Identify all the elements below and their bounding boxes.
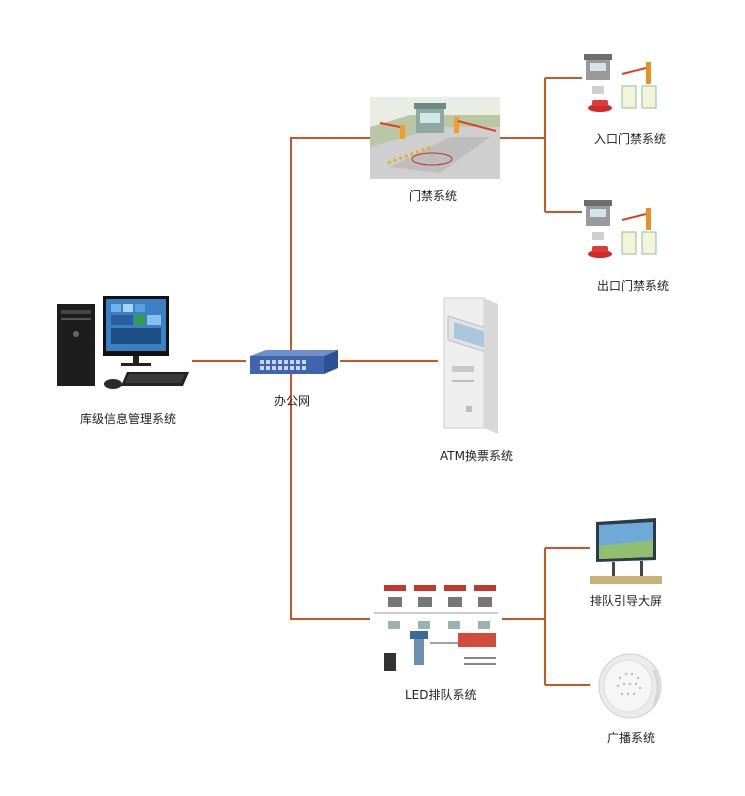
exit-access-label: 出口门禁系统 — [597, 279, 670, 293]
connector-group — [192, 77, 590, 686]
access-control-label: 门禁系统 — [409, 189, 458, 203]
led-queue-label: LED排队系统 — [405, 688, 477, 702]
wire-switch-access — [290, 137, 370, 350]
big-screen-node[interactable] — [590, 518, 662, 584]
office-network-node[interactable] — [246, 348, 340, 378]
access-control-node[interactable] — [370, 97, 500, 179]
broadcast-node[interactable] — [596, 650, 664, 720]
management-label: 库级信息管理系统 — [80, 412, 177, 426]
ceiling-speaker-icon — [598, 653, 662, 719]
queue-system-icon — [370, 583, 502, 679]
management-node[interactable] — [55, 290, 195, 400]
entrance-access-label: 入口门禁系统 — [594, 132, 667, 146]
parking-gate-icon — [370, 97, 500, 179]
kiosk-terminal-icon — [443, 297, 498, 434]
billboard-screen-icon — [590, 518, 662, 584]
atm-label: ATM换票系统 — [440, 449, 513, 463]
led-queue-node[interactable] — [370, 583, 502, 679]
office-network-label: 办公网 — [274, 394, 311, 408]
atm-node[interactable] — [436, 296, 502, 436]
entrance-access-node[interactable] — [582, 52, 662, 122]
desktop-computer-icon — [57, 296, 189, 389]
exit-access-node[interactable] — [582, 198, 662, 268]
broadcast-label: 广播系统 — [607, 731, 656, 745]
big-screen-label: 排队引导大屏 — [590, 594, 663, 608]
entrance-gate-booth-icon — [584, 54, 657, 112]
exit-gate-booth-icon — [584, 200, 657, 258]
wire-switch-led — [290, 372, 370, 620]
network-switch-icon — [250, 350, 338, 374]
